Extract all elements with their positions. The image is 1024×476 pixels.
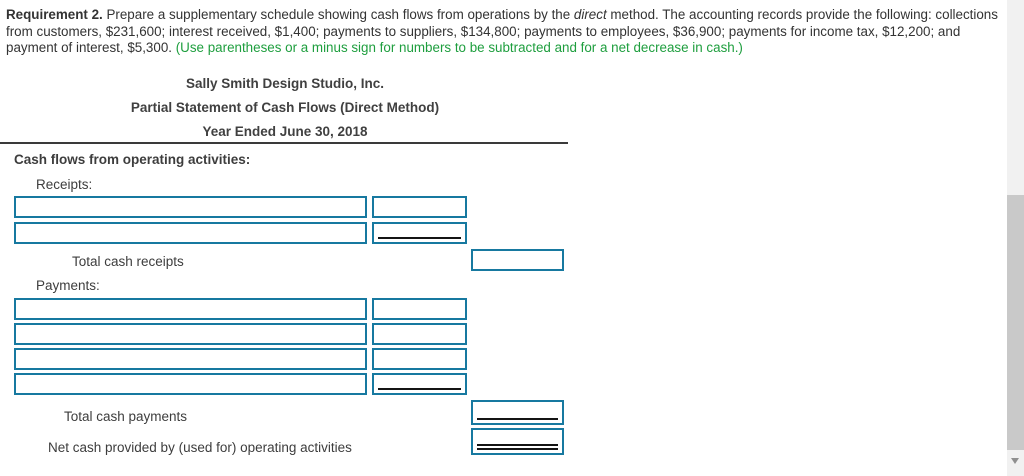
total-cash-payments-label: Total cash payments [64, 409, 188, 424]
receipt-row-2-amount-input[interactable] [374, 224, 465, 242]
payments-label: Payments: [36, 278, 100, 293]
payment-row-1-description-box [14, 298, 367, 320]
receipt-row-1-amount-box [372, 196, 467, 218]
scrollbar-down-arrow-icon[interactable] [1011, 458, 1019, 464]
vertical-scrollbar[interactable] [1007, 0, 1024, 476]
requirement-label: Requirement 2. [6, 7, 103, 22]
receipt-row-2-description-input[interactable] [16, 224, 365, 242]
payment-row-2-amount-input[interactable] [374, 325, 465, 343]
statement-period: Year Ended June 30, 2018 [202, 124, 368, 139]
requirement-body-1: Prepare a supplementary schedule showing… [102, 7, 574, 22]
payment-row-2-amount-box [372, 323, 467, 345]
payment-row-1-amount-input[interactable] [374, 300, 465, 318]
statement-company: Sally Smith Design Studio, Inc. [185, 76, 385, 91]
requirement-hint: (Use parentheses or a minus sign for num… [175, 40, 743, 56]
receipt-row-1-amount-input[interactable] [374, 198, 465, 216]
statement-title: Partial Statement of Cash Flows (Direct … [130, 100, 440, 115]
payment-row-3-description-box [14, 348, 367, 370]
total-cash-receipts-box [471, 249, 564, 271]
total-cash-payments-input[interactable] [473, 402, 562, 423]
payment-row-3-description-input[interactable] [16, 350, 365, 368]
requirement-italic-word: direct [573, 7, 607, 22]
net-cash-label: Net cash provided by (used for) operatin… [48, 440, 352, 455]
payment-row-1-amount-box [372, 298, 467, 320]
requirement-body-2: method. The accounting records provide t… [6, 7, 998, 56]
payment-row-4-description-box [14, 373, 367, 395]
total-cash-receipts-label: Total cash receipts [72, 254, 184, 269]
payment-row-4-amount-input[interactable] [374, 375, 465, 393]
receipt-row-1-description-input[interactable] [16, 198, 365, 216]
payment-row-1-description-input[interactable] [16, 300, 365, 318]
payment-row-3-amount-box [372, 348, 467, 370]
receipt-row-2-amount-box [372, 222, 467, 244]
receipt-row-2-description-box [14, 222, 367, 244]
section-header-operating: Cash flows from operating activities: [14, 152, 251, 167]
payment-row-3-amount-input[interactable] [374, 350, 465, 368]
cash-flow-statement: Sally Smith Design Studio, Inc. Partial … [0, 76, 568, 455]
net-cash-box [471, 428, 564, 455]
receipt-row-1-description-box [14, 196, 367, 218]
receipts-label: Receipts: [36, 177, 93, 192]
scrollbar-thumb[interactable] [1007, 195, 1024, 450]
payment-row-4-amount-box [372, 373, 467, 395]
payment-row-2-description-box [14, 323, 367, 345]
total-cash-receipts-input[interactable] [473, 251, 562, 269]
title-divider [0, 142, 568, 144]
total-cash-payments-box [471, 400, 564, 425]
payment-row-2-description-input[interactable] [16, 325, 365, 343]
payment-row-4-description-input[interactable] [16, 375, 365, 393]
requirement-text: Requirement 2. Prepare a supplementary s… [6, 7, 1006, 57]
net-cash-input[interactable] [473, 430, 562, 453]
